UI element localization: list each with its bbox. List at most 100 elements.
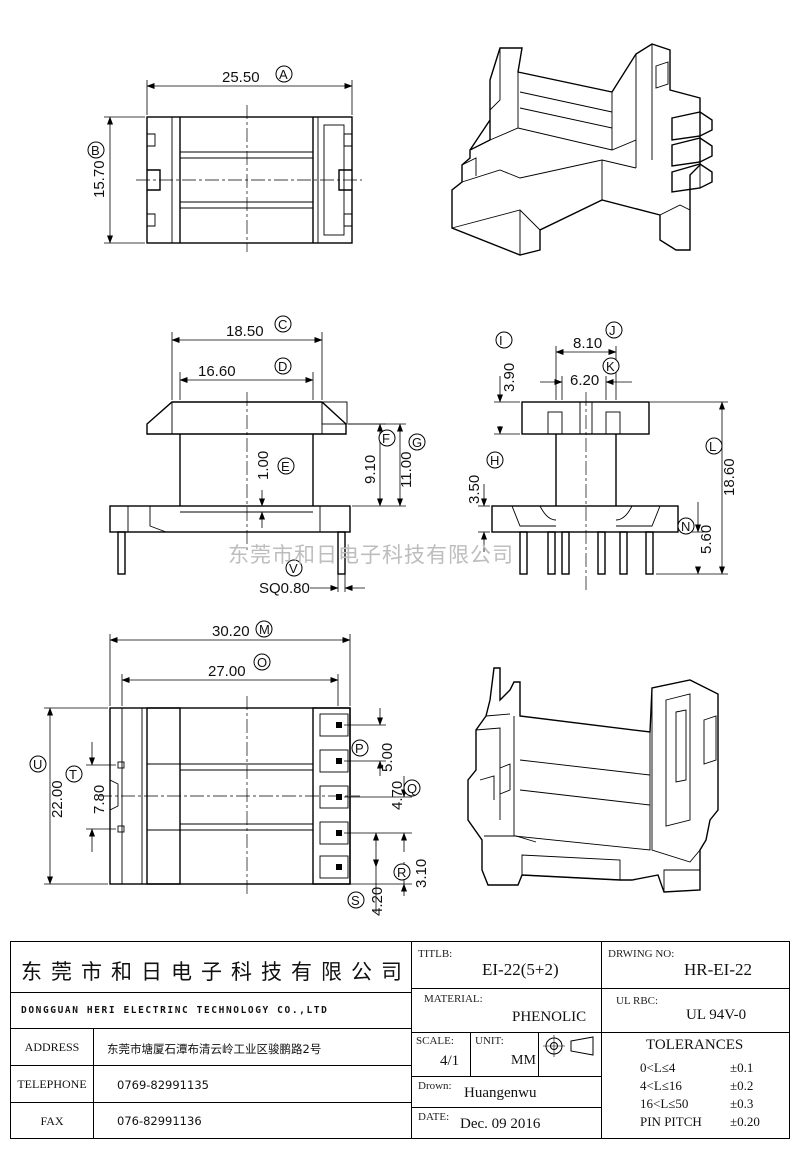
material-label: MATERIAL: [424,993,483,1005]
tolerance-row: PIN PITCH ±0.20 [602,1114,782,1130]
dim-t-value: 7.80 [91,785,108,814]
unit-cell: UNIT: MM [470,1033,538,1077]
label-t: T [69,767,77,782]
title-cell: TITLB: EI-22(5+2) [411,942,601,988]
label-n: N [681,519,690,534]
dim-e-value: 1.00 [255,451,272,480]
address-value: 东莞市塘厦石潭布清云岭工业区骏鹏路2号 [107,1042,322,1056]
scale-label: SCALE: [416,1035,454,1047]
dim-u-value: 22.00 [49,780,66,818]
label-d: D [278,359,287,374]
dim-p-value: 5.00 [379,743,396,772]
address-label: ADDRESS [24,1040,80,1054]
watermark: 东莞市和日电子科技有限公司 [228,543,514,567]
dim-d-value: 16.60 [198,363,236,380]
label-p: P [355,741,364,756]
label-r: R [397,865,406,880]
top-view: 25.50 A 15.70 B [87,65,362,252]
front-view: 18.50 C 16.60 D 1.00 E 9.10 F 11.00 G SQ [109,315,426,597]
projection-symbol-icon [543,1035,594,1057]
material-value: PHENOLIC [512,1009,587,1025]
company-name-cn: 东莞市和日电子科技有限公司 [21,960,411,984]
label-h: H [490,453,499,468]
dim-s-value: 4.20 [369,887,386,916]
dim-k-value: 6.20 [570,372,599,389]
isometric-view-bottom [467,667,719,893]
tolerance-value: ±0.3 [730,1096,754,1111]
tolerance-row: 0<L≤4 ±0.1 [602,1060,782,1076]
label-j: J [609,323,616,338]
telephone-label: TELEPHONE [17,1077,87,1091]
label-s: S [351,893,360,908]
dim-l-value: 18.60 [721,458,738,496]
fax-value: 076-82991136 [117,1114,202,1128]
tolerance-row: 4<L≤16 ±0.2 [602,1078,782,1094]
title-label: TITLB: [418,948,453,960]
label-b: B [91,143,100,158]
date-value: Dec. 09 2016 [460,1116,541,1132]
date-label: DATE: [418,1111,450,1123]
dim-m-value: 30.20 [212,623,250,640]
address-row: ADDRESS 东莞市塘厦石潭布清云岭工业区骏鹏路2号 [11,1028,411,1066]
tolerance-value: ±0.20 [730,1114,760,1129]
tolerance-range: PIN PITCH [640,1114,702,1129]
telephone-value: 0769-82991135 [117,1078,209,1092]
company-cn-cell: 东莞市和日电子科技有限公司 [11,942,411,992]
drawing-no-label: DRWING NO: [608,948,675,960]
label-a: A [279,67,288,82]
tolerance-value: ±0.1 [730,1060,754,1075]
label-c: C [278,317,287,332]
projection-symbol-cell [538,1033,602,1077]
title-value: EI-22(5+2) [482,960,559,979]
tolerance-range: 0<L≤4 [640,1060,676,1075]
ul-rbc-label: UL RBC: [616,995,659,1007]
label-v: V [289,561,298,576]
label-e: E [281,459,290,474]
ul-rbc-value: UL 94V-0 [686,1007,747,1023]
dim-a-value: 25.50 [222,69,260,86]
label-k: K [606,359,615,374]
drawing-no-cell: DRWING NO: HR-EI-22 [601,942,789,988]
dim-q-value: 4.70 [389,781,406,810]
dim-v-value: SQ0.80 [259,580,310,597]
company-name-en: DONGGUAN HERI ELECTRINC TECHNOLOGY CO.,L… [21,1005,329,1016]
dim-j-value: 8.10 [573,335,602,352]
unit-value: MM [511,1053,536,1068]
dim-i-value: 3.90 [501,363,518,392]
scale-value: 4/1 [440,1053,460,1069]
scale-unit-cell: SCALE: 4/1 UNIT: MM [411,1032,602,1077]
title-block: 东莞市和日电子科技有限公司 DONGGUAN HERI ELECTRINC TE… [10,941,790,1139]
label-l: L [709,439,716,454]
side-view: 8.10 J 6.20 K 3.90 I 3.50 H 18.60 L [466,321,738,590]
dim-c-value: 18.50 [226,323,264,340]
drawn-label: Drown: [418,1080,452,1092]
company-en-cell: DONGGUAN HERI ELECTRINC TECHNOLOGY CO.,L… [11,992,411,1028]
date-cell: DATE: Dec. 09 2016 [411,1107,601,1138]
tolerances-cell: TOLERANCES 0<L≤4 ±0.1 4<L≤16 ±0.2 16<L≤5… [601,1032,789,1138]
dim-o-value: 27.00 [208,663,246,680]
scale-cell: SCALE: 4/1 [412,1033,470,1077]
label-m: M [259,622,270,637]
technical-drawing: 25.50 A 15.70 B [29,43,738,916]
dim-h-value: 3.50 [466,475,483,504]
label-u: U [33,757,42,772]
label-i: I [499,333,503,348]
dim-f-value: 9.10 [362,455,379,484]
material-cell: MATERIAL: PHENOLIC [411,988,601,1032]
drawn-cell: Drown: Huangenwu [411,1076,601,1107]
label-f: F [382,431,390,446]
tolerance-value: ±0.2 [730,1078,754,1093]
dim-r-value: 3.10 [413,859,430,888]
label-o: O [257,655,267,670]
unit-label: UNIT: [475,1035,504,1047]
fax-row: FAX 076-82991136 [11,1102,411,1139]
tolerance-range: 4<L≤16 [640,1078,682,1093]
fax-label: FAX [40,1114,64,1128]
drawn-value: Huangenwu [464,1085,537,1101]
dim-g-value: 11.00 [398,452,415,488]
label-q: Q [407,781,417,796]
dim-b-value: 15.70 [91,160,108,198]
label-g: G [412,435,422,450]
tolerances-title: TOLERANCES [646,1037,744,1053]
tolerance-range: 16<L≤50 [640,1096,689,1111]
